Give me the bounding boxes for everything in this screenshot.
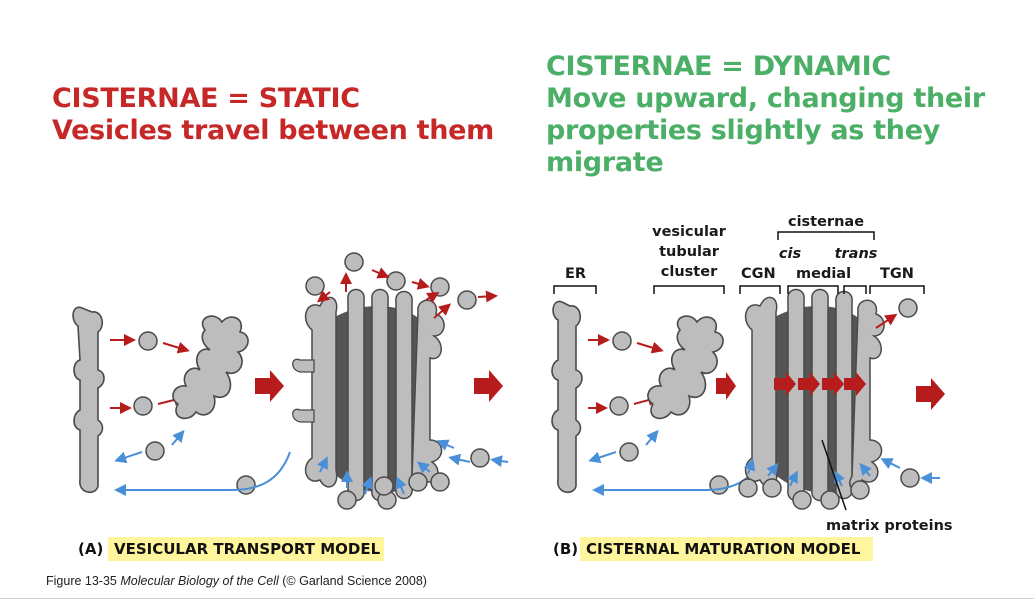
golgi-stack-a [292,288,445,502]
static-heading-line2: Vesicles travel between them [52,115,495,146]
vesicular-tubular-cluster-b [647,315,724,420]
panel-b-diagram: ER vesicular tubular cluster cisternae c… [551,214,953,534]
caption-prefix: Figure 13-35 [46,574,117,588]
panel-b-title: CISTERNAL MATURATION MODEL [586,540,861,558]
budding-vesicles-a [305,252,490,510]
golgi-stack-b [744,288,885,502]
maturation-arrows [774,372,866,396]
dynamic-heading-line3: properties slightly as they [546,115,941,146]
vesicle [133,396,153,416]
static-heading-line1: CISTERNAE = STATIC [52,83,360,114]
label-er: ER [565,266,586,282]
vesicle [138,331,158,351]
er-membrane-a [72,306,105,493]
panel-a-diagram [72,252,509,510]
static-model-heading: CISTERNAE = STATIC Vesicles travel betwe… [52,83,494,147]
panel-b-letter: (B) [553,540,578,558]
label-cisternae: cisternae [788,214,864,230]
label-matrix-proteins: matrix proteins [826,518,953,534]
vesicular-tubular-cluster-a [172,315,249,420]
transport-arrow-a2 [474,370,503,402]
dynamic-heading-line4: migrate [546,147,664,178]
region-brackets [553,231,925,294]
figure-caption: Figure 13-35 Molecular Biology of the Ce… [46,574,427,588]
panel-b-title-highlight [580,537,873,561]
label-vtc-line2: tubular [659,244,720,260]
label-cis: cis [779,246,802,262]
panel-a-title: VESICULAR TRANSPORT MODEL [114,540,381,558]
caption-suffix: (© Garland Science 2008) [282,574,427,588]
vesicle [236,475,256,495]
label-medial: medial [796,266,851,282]
label-cgn: CGN [741,266,776,282]
vesicle [145,441,165,461]
caption-book: Molecular Biology of the Cell [120,574,279,588]
panel-a-letter: (A) [78,540,103,558]
footer-divider [0,598,1034,599]
label-vtc-line3: cluster [661,264,718,280]
dynamic-heading-line1: CISTERNAE = DYNAMIC [546,51,891,82]
dynamic-heading-line2: Move upward, changing their [546,83,985,114]
label-tgn: TGN [880,266,914,282]
budding-vesicles-b [738,298,920,510]
panel-a-title-highlight [108,537,384,561]
label-trans: trans [835,246,878,262]
er-membrane-b [551,300,583,493]
transport-arrow-a1 [255,370,284,402]
label-vtc-line1: vesicular [652,224,727,240]
dynamic-model-heading: CISTERNAE = DYNAMIC Move upward, changin… [546,51,1016,179]
